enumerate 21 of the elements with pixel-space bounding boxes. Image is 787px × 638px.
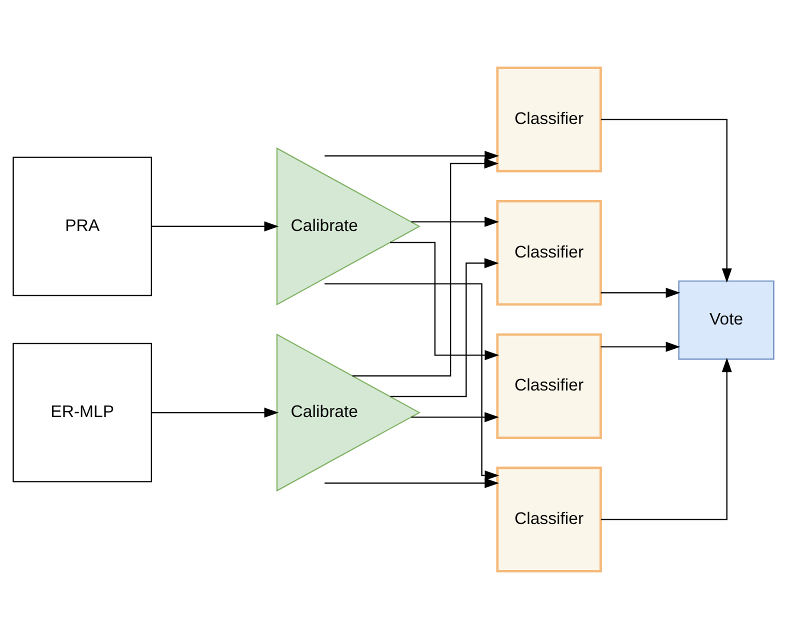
node-box: Vote (678, 280, 774, 360)
arrow (390, 241, 500, 360)
node-box: Classifier (496, 466, 602, 572)
arrow (324, 150, 500, 160)
arrow (152, 220, 279, 231)
node-box: ER-MLP (12, 342, 152, 482)
arrow (324, 282, 500, 480)
arrow (390, 258, 499, 397)
arrow (411, 216, 500, 226)
arrow (600, 287, 680, 298)
arrow (600, 341, 680, 352)
node-box: Classifier (496, 66, 602, 172)
node-box: Classifier (496, 199, 602, 306)
arrow (600, 357, 732, 520)
node-box: PRA (12, 156, 152, 296)
arrow (152, 407, 279, 418)
arrow (352, 158, 499, 376)
arrow (411, 412, 500, 422)
node-box: Classifier (496, 332, 602, 439)
arrow (600, 118, 732, 282)
arrow (324, 478, 500, 488)
